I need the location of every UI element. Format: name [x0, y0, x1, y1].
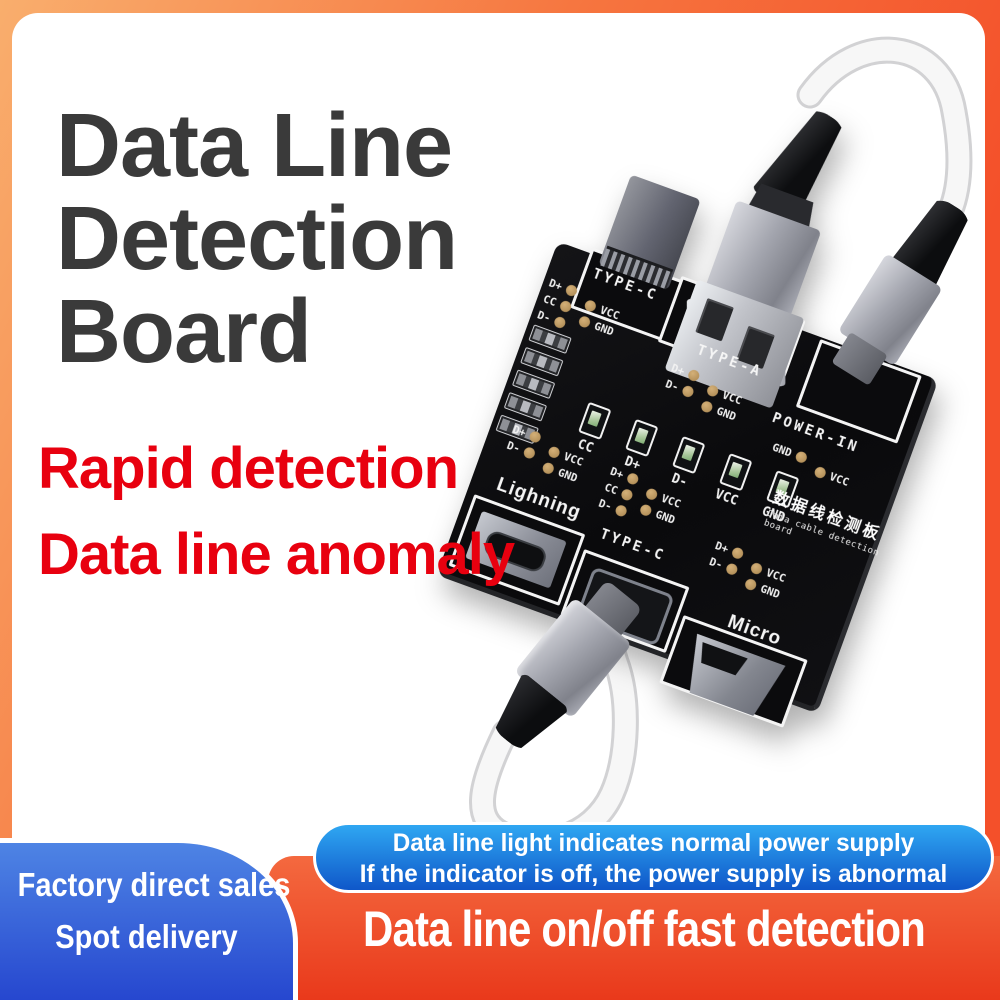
solder-pad	[725, 561, 740, 576]
pin-label: VCC	[764, 565, 788, 585]
solder-pad	[620, 487, 635, 502]
pin-gnd: GND	[770, 440, 809, 465]
pin-label: D+	[608, 464, 626, 481]
status-led-d-: D-	[665, 435, 706, 492]
solder-pad	[730, 545, 746, 560]
page-title-line: Board	[56, 282, 312, 382]
solder-pad	[744, 577, 759, 592]
usb-a-shield-window	[695, 298, 734, 342]
solder-pad	[749, 561, 764, 576]
pin-label: GND	[714, 403, 739, 423]
solder-pad	[614, 503, 629, 518]
pin-vcc: VCC	[813, 464, 851, 489]
led-icon	[625, 418, 659, 458]
page-title-line: Detection	[56, 189, 458, 289]
pin-label: D+	[669, 360, 687, 378]
bottom-banner-text: Data line on/off fast detection	[362, 901, 926, 957]
solder-pad	[577, 314, 592, 329]
pin-label: GND	[653, 507, 677, 527]
pin-label: GND	[770, 440, 794, 460]
solder-pad	[564, 283, 579, 298]
solder-pad	[794, 449, 809, 464]
led-icon	[718, 453, 753, 492]
solder-pad	[813, 465, 828, 480]
pin-label: VCC	[827, 469, 852, 489]
page-title-line: Data Line	[56, 96, 453, 196]
solder-pad	[681, 384, 696, 399]
led-icon	[578, 401, 612, 441]
solder-pad	[522, 445, 537, 460]
solder-pad	[583, 298, 598, 313]
pin-label: VCC	[598, 303, 622, 323]
solder-pad	[644, 486, 660, 501]
led-label: VCC	[712, 486, 740, 510]
pin-label: GND	[556, 465, 580, 485]
solder-pad	[706, 383, 721, 398]
solder-pad	[547, 444, 562, 460]
solder-pad	[541, 460, 556, 475]
solder-pad	[528, 429, 543, 444]
solder-pad	[639, 502, 654, 517]
status-led-vcc: VCC	[712, 453, 753, 510]
pin-label: D-	[535, 307, 553, 325]
pin-label: GND	[758, 581, 782, 601]
pin-label: VCC	[562, 449, 586, 469]
indicator-note-pill-line: If the indicator is off, the power suppl…	[359, 860, 948, 888]
pin-label: D+	[713, 538, 731, 556]
factory-badge-line: Spot delivery	[55, 918, 238, 955]
pin-label: GND	[592, 318, 616, 339]
pin-label: D-	[663, 376, 681, 394]
pin-label: CC	[541, 291, 559, 309]
led-icon	[671, 435, 706, 475]
board-name-block: 数据线检测板 Data cable detection board	[762, 483, 900, 572]
solder-pad	[700, 399, 715, 414]
pin-label: VCC	[659, 491, 683, 511]
pin-label: D-	[707, 554, 725, 572]
pin-label: VCC	[720, 387, 744, 407]
indicator-note-pill: Data line light indicates normal power s…	[313, 822, 994, 893]
pin-label: CC	[602, 480, 620, 497]
red-tagline-line: Data line anomaly	[38, 522, 515, 587]
factory-badge-line: Factory direct sales	[17, 866, 291, 903]
pin-label: D+	[547, 275, 565, 293]
indicator-note-pill-line: Data line light indicates normal power s…	[392, 829, 915, 857]
red-tagline-line: Rapid detection	[38, 436, 459, 501]
status-led-d+: D+	[619, 418, 659, 475]
solder-pad	[687, 368, 702, 383]
solder-pad	[558, 299, 574, 314]
solder-pad	[553, 315, 568, 330]
solder-pad	[626, 471, 641, 486]
micro-pins: D+ VCC D- GND	[707, 538, 791, 601]
pin-label: D-	[596, 496, 614, 513]
